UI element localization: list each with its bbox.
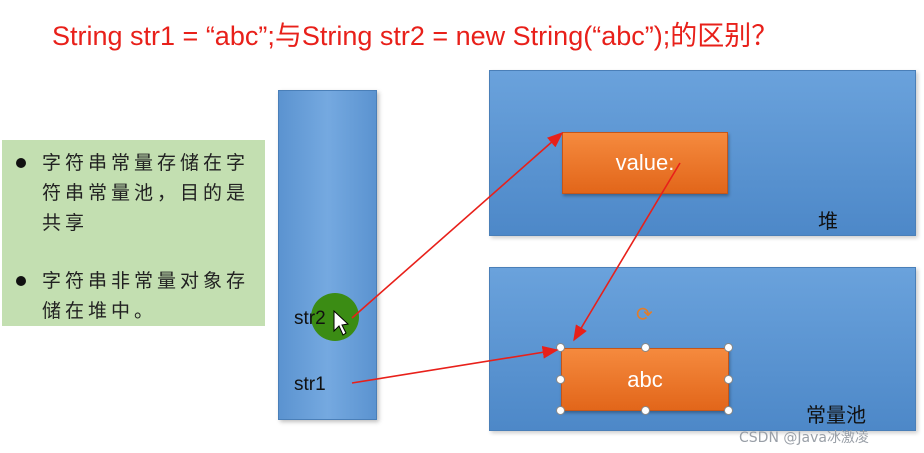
resize-handle[interactable] bbox=[724, 406, 733, 415]
note-text: 字符串常量存储在字符串常量池，目的是共享 bbox=[42, 152, 250, 234]
mouse-pointer-icon bbox=[333, 309, 350, 336]
slide-title: String str1 = “abc”;与String str2 = new S… bbox=[52, 21, 779, 51]
resize-handle[interactable] bbox=[641, 343, 650, 352]
resize-handle[interactable] bbox=[556, 375, 565, 384]
note-text: 字符串非常量对象存储在堆中。 bbox=[42, 270, 250, 322]
str1-variable[interactable]: str1 bbox=[294, 374, 326, 395]
bullet-icon bbox=[16, 158, 26, 168]
resize-handle[interactable] bbox=[641, 406, 650, 415]
constant-pool-label: 常量池 bbox=[806, 403, 866, 427]
notes-panel: 字符串常量存储在字符串常量池，目的是共享 字符串非常量对象存储在堆中。 bbox=[2, 140, 265, 326]
rotate-handle-icon[interactable]: ⟳ bbox=[636, 302, 653, 326]
bullet-icon bbox=[16, 276, 26, 286]
stack-region bbox=[278, 90, 377, 420]
str1-to-abc-arrow bbox=[351, 345, 559, 384]
resize-handle[interactable] bbox=[724, 343, 733, 352]
heap-label: 堆 bbox=[818, 209, 838, 233]
watermark: CSDN @Java冰激凌 bbox=[739, 430, 869, 446]
value-object-box[interactable]: value: bbox=[562, 132, 728, 194]
str2-variable[interactable]: str2 bbox=[294, 308, 326, 329]
str2-to-value-arrow bbox=[351, 131, 564, 319]
value-to-abc-arrow bbox=[573, 162, 681, 342]
resize-handle[interactable] bbox=[556, 406, 565, 415]
resize-handle[interactable] bbox=[724, 375, 733, 384]
